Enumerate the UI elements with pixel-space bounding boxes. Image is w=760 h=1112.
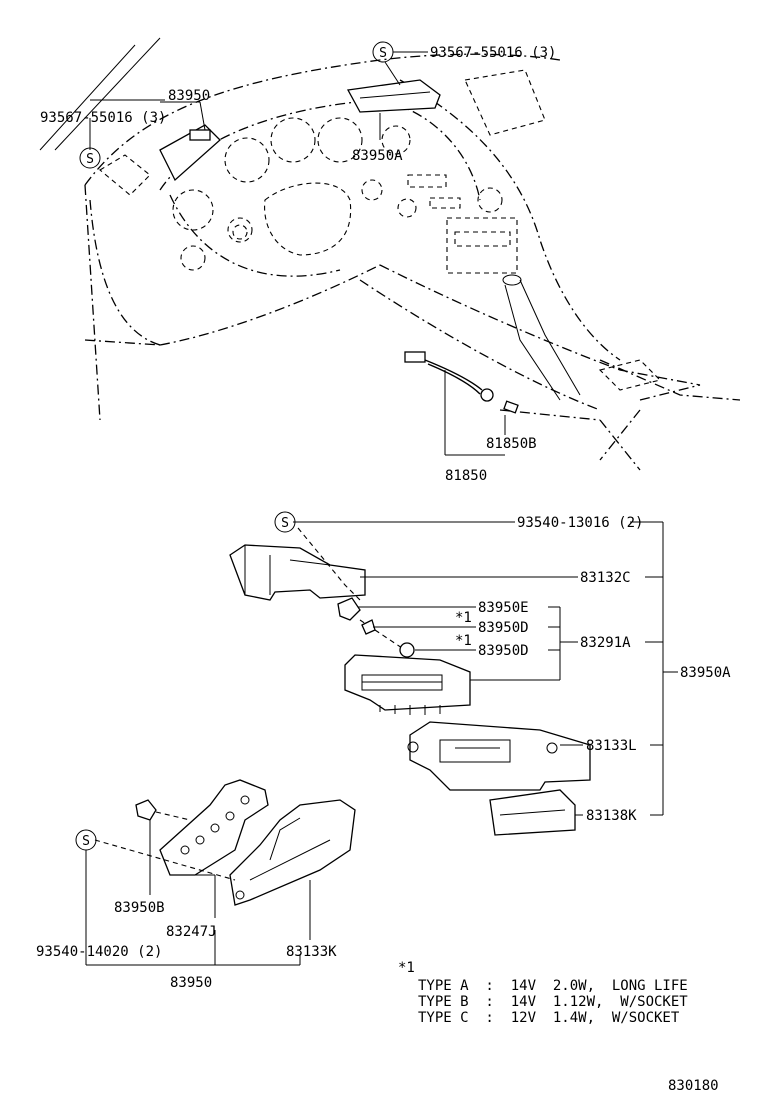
label-star-d: *1: [455, 633, 472, 649]
label-83950e: 83950E: [478, 600, 529, 616]
label-83950b: 83950B: [114, 900, 165, 916]
label-83950a-right: 83950A: [680, 665, 731, 681]
label-81850b: 81850B: [486, 436, 537, 452]
label-83247j: 83247J: [166, 924, 217, 940]
label-83950: 83950: [168, 88, 210, 104]
note-type-a: TYPE A : 14V 2.0W, LONG LIFE: [418, 978, 688, 994]
label-screw-left: 93567-55016 (3): [40, 110, 166, 126]
note-type-c: TYPE C : 12V 1.4W, W/SOCKET: [418, 1010, 680, 1026]
lower-leader-lines: [85, 820, 311, 966]
lower-assembly: [94, 779, 356, 906]
dashboard-illustration: [39, 37, 741, 471]
label-83950d-1: 83950D: [478, 620, 529, 636]
notes-marker: *1: [398, 960, 415, 976]
note-type-b: TYPE B : 14V 1.12W, W/SOCKET: [418, 994, 688, 1010]
label-83950-bottom: 83950: [170, 975, 212, 991]
label-83138k: 83138K: [586, 808, 637, 824]
svg-text:S: S: [281, 516, 289, 531]
label-83950a-top: 83950A: [352, 148, 403, 164]
label-83291a: 83291A: [580, 635, 631, 651]
svg-text:S: S: [379, 46, 387, 61]
label-83133k: 83133K: [286, 944, 337, 960]
screw-symbol-top: S: [372, 41, 394, 63]
middle-assembly: [229, 527, 591, 836]
label-83133l: 83133L: [586, 738, 637, 754]
label-81850: 81850: [445, 468, 487, 484]
label-83132c: 83132C: [580, 570, 631, 586]
screw-symbol-mid: S: [274, 511, 296, 533]
svg-text:S: S: [86, 152, 94, 167]
figure-number: 830180: [668, 1078, 719, 1094]
label-83950d-2: 83950D: [478, 643, 529, 659]
screw-symbol-bottom: S: [75, 829, 97, 851]
middle-leader-lines: [293, 521, 678, 816]
label-screw-top: 93567-55016 (3): [430, 45, 556, 61]
screw-symbol-left: S: [79, 147, 101, 169]
label-screw-bottom: 93540-14020 (2): [36, 944, 162, 960]
label-screw-mid: 93540-13016 (2): [517, 515, 643, 531]
svg-text:S: S: [82, 834, 90, 849]
top-leader-lines: [89, 51, 506, 456]
label-star-e: *1: [455, 610, 472, 626]
